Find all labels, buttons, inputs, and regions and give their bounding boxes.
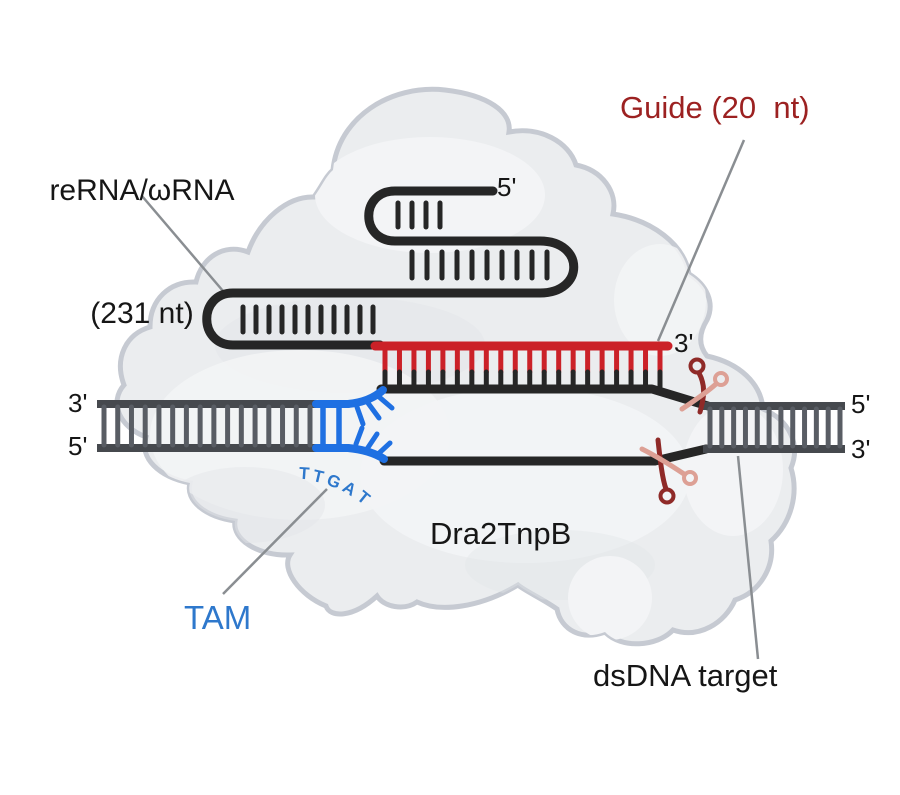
rerna-label-line1: reRNA/ωRNA	[49, 174, 235, 207]
protein-blob-shading	[150, 137, 783, 640]
rerna-label: reRNA/ωRNA (231 nt)	[4, 88, 280, 416]
left-dsdna	[97, 400, 318, 452]
tam-base-letter: T	[298, 463, 311, 484]
right-dsdna-3prime-label: 3'	[851, 434, 871, 464]
tam-fan-tick	[354, 404, 366, 427]
tam-fan-tick	[364, 431, 380, 452]
tam-fan-tick	[365, 400, 382, 421]
left-dsdna-3prime-label: 3'	[68, 388, 88, 418]
rna-5prime-label: 5'	[497, 172, 517, 202]
guide-label: Guide (20 nt)	[620, 90, 810, 125]
tam-fan-tick	[353, 425, 365, 447]
rerna-backbone	[202, 186, 579, 350]
right-dsdna	[703, 402, 845, 453]
guide-3prime-label: 3'	[674, 328, 694, 358]
tam-fan-tick	[375, 393, 395, 411]
scissors-icon-top	[679, 357, 729, 415]
rerna-label-line2: (231 nt)	[90, 297, 194, 330]
tam-fan-tick	[374, 440, 393, 458]
tam-label: TAM	[184, 599, 252, 636]
dsdna-target-label: dsDNA target	[593, 658, 778, 693]
target-strand-top	[376, 384, 713, 411]
pointer-line-dsdna	[736, 455, 760, 660]
left-dsdna-5prime-label: 5'	[68, 431, 88, 461]
right-dsdna-5prime-label: 5'	[851, 389, 871, 419]
target-strand-bottom	[379, 444, 711, 466]
pointer-line-rerna	[141, 195, 224, 292]
tam-curve-bottom	[344, 444, 388, 463]
pointer-line-tam	[222, 488, 328, 595]
protein-name-label: Dra2TnpB	[430, 516, 572, 551]
tam-curve-top	[344, 386, 387, 408]
pointer-line-guide	[656, 139, 746, 342]
rerna-basepair-ticks	[240, 200, 550, 335]
tam-region	[312, 386, 395, 463]
scissors-icon-bottom	[639, 437, 698, 505]
